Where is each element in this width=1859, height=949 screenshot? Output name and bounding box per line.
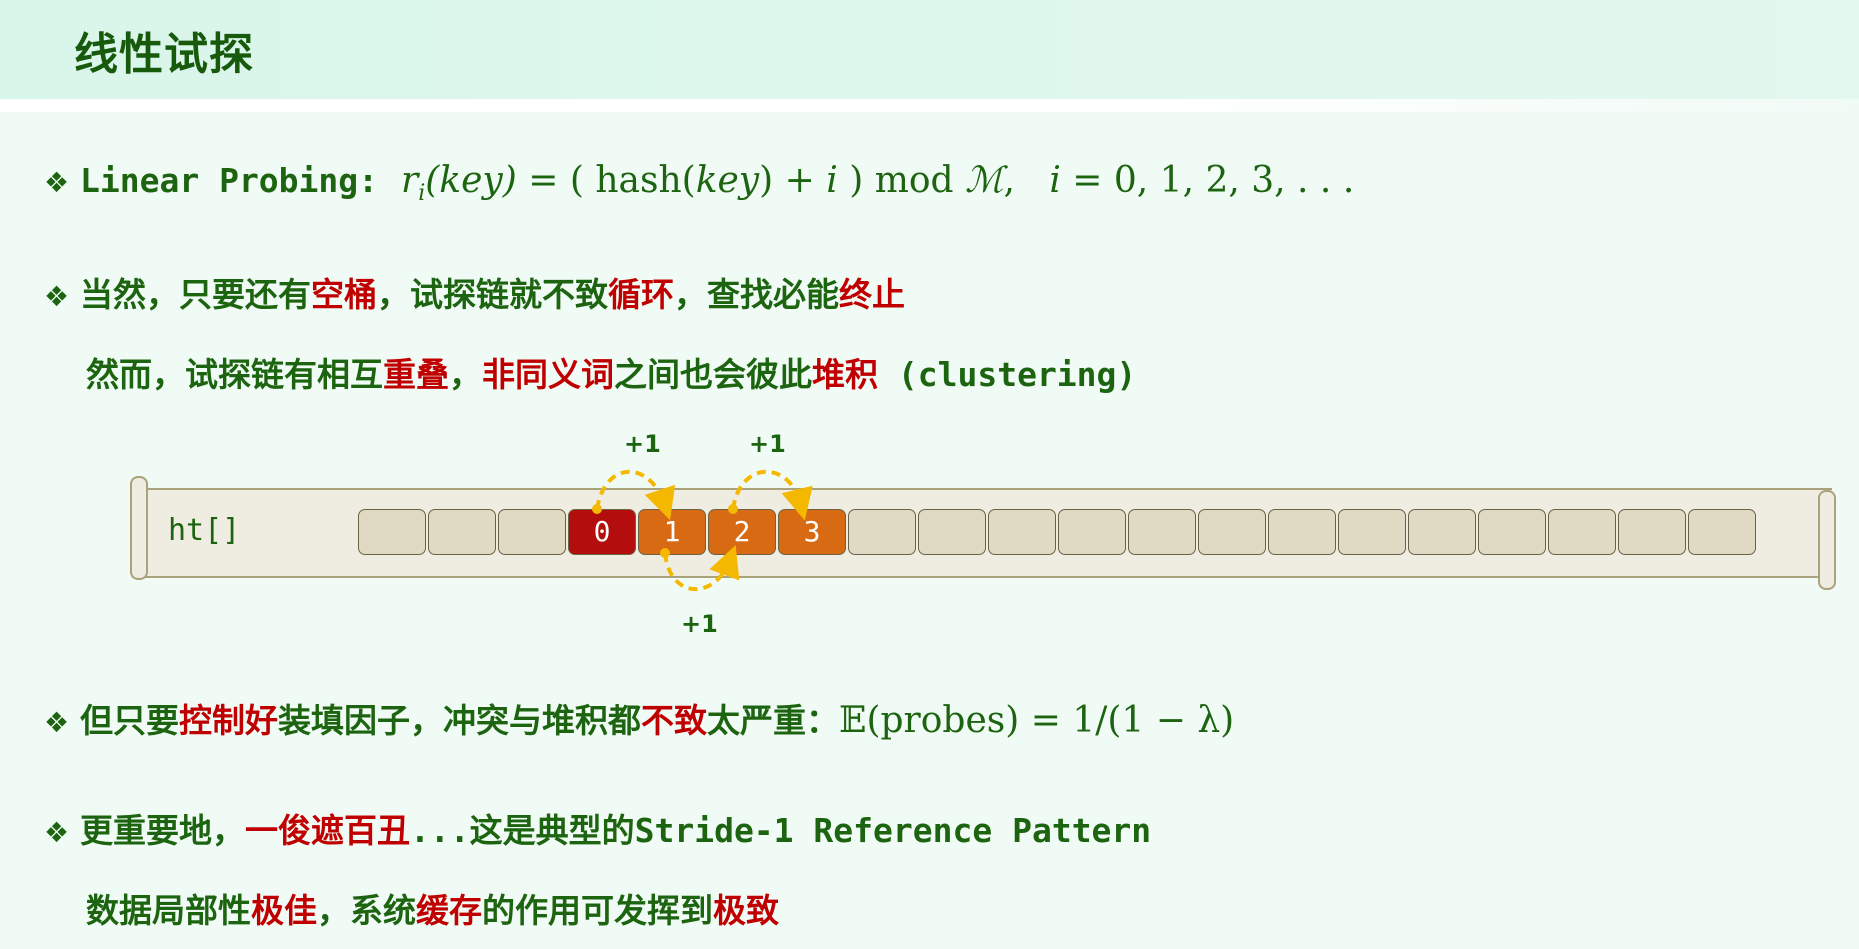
hash-table-cell-empty <box>1338 509 1406 555</box>
formula-M: ℳ <box>965 160 1004 201</box>
hash-table-cell-empty <box>358 509 426 555</box>
highlight: 极佳 <box>251 891 317 930</box>
formula-iter-values: = 0, 1, 2, 3, . . . <box>1060 160 1355 201</box>
highlight: 重叠 <box>383 355 449 394</box>
text: ，试探链就不致 <box>377 275 608 314</box>
step-label: +1 <box>749 430 786 458</box>
diamond-bullet-icon: ❖ <box>44 816 70 849</box>
hash-table-cell-empty <box>1408 509 1476 555</box>
clustering-point: 然而，试探链有相互重叠，非同义词之间也会彼此堆积 (clustering) <box>86 348 1136 396</box>
hash-table-cell-empty <box>988 509 1056 555</box>
hash-table-cell-empty <box>848 509 916 555</box>
text: 之间也会彼此 <box>614 355 812 394</box>
text: 然而，试探链有相互 <box>86 355 383 394</box>
highlight: 空桶 <box>311 275 377 314</box>
formula-sub-i: i <box>418 181 426 207</box>
hash-table-cell-empty <box>1688 509 1756 555</box>
expected-probes-formula: 𝔼(probes) = 1/(1 − λ) <box>839 700 1235 741</box>
text: 的作用可发挥到 <box>482 891 713 930</box>
hash-table-cell-empty <box>1618 509 1686 555</box>
step-label: +1 <box>681 610 718 638</box>
formula-iter-i: i <box>1049 160 1061 201</box>
formula-key2: key <box>695 160 760 201</box>
probing-formula: ri(key) = ( hash(key) + i ) mod ℳ, i = 0… <box>390 160 1355 206</box>
load-factor-point: ❖ 但只要控制好装填因子，冲突与堆积都不致太严重：𝔼(probes) = 1/(1… <box>44 694 1234 742</box>
highlight: 不致 <box>641 701 707 740</box>
text: ，查找必能 <box>674 275 839 314</box>
hash-table-cell-empty <box>1268 509 1336 555</box>
probe-arrow <box>595 469 676 521</box>
highlight: 堆积 <box>812 355 878 394</box>
slide-title: 线性试探 <box>74 29 254 80</box>
hash-table-cell-empty <box>498 509 566 555</box>
formula-comma: , <box>1003 160 1015 201</box>
text: ，系统 <box>317 891 416 930</box>
probe-arrow-start <box>728 504 738 514</box>
cache-point: 数据局部性极佳，系统缓存的作用可发挥到极致 <box>86 884 779 932</box>
hash-table-cell-empty <box>918 509 986 555</box>
highlight: 非同义词 <box>482 355 614 394</box>
probe-arrow <box>731 469 813 521</box>
text: ， <box>449 355 482 394</box>
diamond-bullet-icon: ❖ <box>44 706 70 739</box>
hash-table-cell-probe: 2 <box>708 509 776 555</box>
hash-table-cell-empty <box>1478 509 1546 555</box>
text: ...这是典型的Stride-1 Reference Pattern <box>410 811 1152 850</box>
header-divider <box>0 99 1859 112</box>
diamond-bullet-icon: ❖ <box>44 280 70 313</box>
scroll-roll-left <box>130 476 148 580</box>
highlight: 控制好 <box>179 701 278 740</box>
formula-mod: ) mod <box>837 160 966 201</box>
hash-table-cell-empty <box>1128 509 1196 555</box>
highlight: 终止 <box>839 275 905 314</box>
formula-r: r <box>400 160 419 201</box>
highlight: 一俊遮百丑 <box>245 811 410 850</box>
formula-i: i <box>826 160 838 201</box>
text: 太严重： <box>707 701 839 740</box>
probe-arrow-start <box>592 504 602 514</box>
text: 数据局部性 <box>86 891 251 930</box>
definition-label: Linear Probing: <box>80 161 379 200</box>
probe-arrow-start <box>660 548 670 558</box>
text: 当然，只要还有 <box>80 275 311 314</box>
highlight: 极致 <box>713 891 779 930</box>
hash-table-cell-empty <box>1198 509 1266 555</box>
hash-table-cell-empty <box>428 509 496 555</box>
slide-header: 线性试探 <box>0 0 1859 99</box>
highlight: 缓存 <box>416 891 482 930</box>
scroll-roll-right <box>1818 490 1836 590</box>
hash-table-cell-empty <box>1548 509 1616 555</box>
formula-eq: = ( hash( <box>516 160 696 201</box>
text: (clustering) <box>878 355 1137 394</box>
formula-key: (key) <box>425 160 517 201</box>
highlight: 循环 <box>608 275 674 314</box>
probe-arrow <box>663 545 740 592</box>
hash-table-cell-empty <box>1058 509 1126 555</box>
text: 更重要地， <box>80 811 245 850</box>
hash-table-cell-home: 0 <box>568 509 636 555</box>
array-label: ht[] <box>168 513 241 548</box>
formula-plus: ) + <box>759 160 827 201</box>
diamond-bullet-icon: ❖ <box>44 166 70 199</box>
step-label: +1 <box>624 430 661 458</box>
text: 但只要 <box>80 701 179 740</box>
linear-probing-definition: ❖Linear Probing: ri(key) = ( hash(key) +… <box>44 160 1354 206</box>
locality-point: ❖ 更重要地，一俊遮百丑...这是典型的Stride-1 Reference Pa… <box>44 804 1151 852</box>
termination-point: ❖ 当然，只要还有空桶，试探链就不致循环，查找必能终止 <box>44 268 905 316</box>
text: 装填因子，冲突与堆积都 <box>278 701 641 740</box>
